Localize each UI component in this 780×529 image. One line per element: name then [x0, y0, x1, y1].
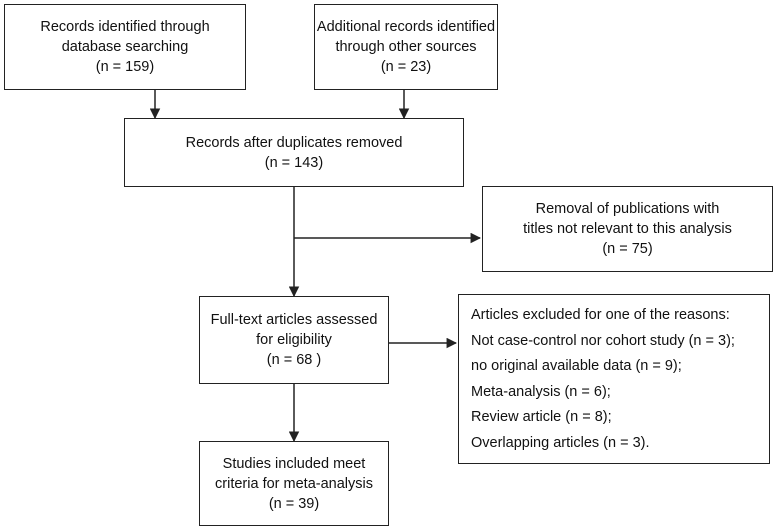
excluded-articles-box: Articles excluded for one of the reasons… — [458, 294, 770, 464]
database-records-box: Records identified through database sear… — [4, 4, 246, 90]
after-duplicates-box: Records after duplicates removed (n = 14… — [124, 118, 464, 187]
removal-box: Removal of publications with titles not … — [482, 186, 773, 272]
after-duplicates-line-1: Records after duplicates removed — [185, 134, 403, 151]
other-sources-line-2: through other sources — [335, 39, 477, 55]
removal-line-1: Removal of publications with — [535, 201, 720, 217]
other-sources-count: (n = 23) — [380, 59, 432, 75]
excluded-heading: Articles excluded for one of the reasons… — [471, 307, 730, 323]
database-records-line-1: Records identified through — [40, 19, 210, 35]
full-text-line-2: for eligibility — [256, 332, 332, 348]
included-studies-box: Studies included meet criteria for meta-… — [199, 441, 389, 526]
full-text-count: (n = 68 ) — [266, 352, 322, 368]
after-duplicates-count: (n = 143) — [264, 154, 324, 171]
full-text-line-1: Full-text articles assessed — [210, 312, 378, 328]
excluded-reason-3: Meta-analysis (n = 6); — [471, 383, 611, 400]
removal-line-2: titles not relevant to this analysis — [523, 221, 732, 237]
included-line-2: criteria for meta-analysis — [215, 475, 373, 492]
full-text-box: Full-text articles assessed for eligibil… — [199, 296, 389, 384]
excluded-reason-2: no original available data (n = 9); — [471, 358, 682, 375]
excluded-reason-1: Not case-control nor cohort study (n = 3… — [471, 332, 735, 349]
included-line-1: Studies included meet — [222, 455, 366, 472]
included-count: (n = 39) — [268, 495, 320, 512]
removal-count: (n = 75) — [602, 241, 653, 257]
database-records-count: (n = 159) — [95, 59, 155, 75]
other-sources-line-1: Additional records identified — [316, 19, 496, 35]
other-sources-box: Additional records identified through ot… — [314, 4, 498, 90]
excluded-reason-5: Overlapping articles (n = 3). — [471, 434, 650, 451]
database-records-line-2: database searching — [61, 39, 189, 55]
excluded-reason-4: Review article (n = 8); — [471, 409, 612, 426]
